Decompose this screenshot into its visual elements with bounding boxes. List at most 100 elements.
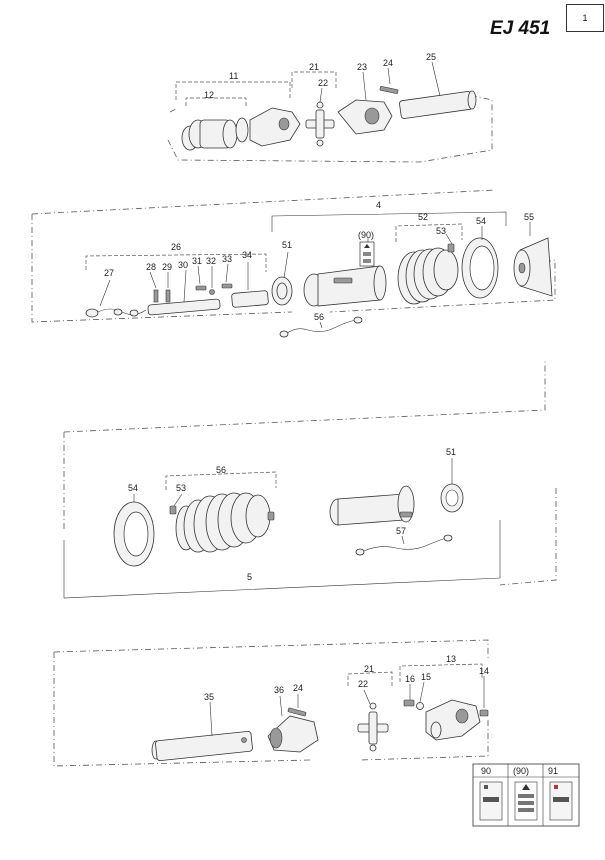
part-22-cross <box>305 101 335 147</box>
page-number: 1 <box>582 13 588 23</box>
part-90-warning-decal <box>359 241 375 267</box>
bracket-21b <box>347 671 393 686</box>
part-24-pin <box>379 86 399 94</box>
row4-assembly: 35 36 24 21 22 13 14 15 16 <box>53 639 489 767</box>
part-15-washer <box>416 702 424 710</box>
frame-row2 <box>31 189 556 323</box>
callout-54b: 54 <box>128 483 138 493</box>
part-33 <box>221 283 233 289</box>
part-22-cross-b <box>357 702 389 752</box>
row3-assembly: 54 53 56 51 57 5 <box>63 360 557 599</box>
callout-11: 11 <box>229 71 238 81</box>
frame-row4 <box>53 639 489 767</box>
part-57-safety-chain <box>355 534 453 556</box>
leaders-row4 <box>209 676 485 737</box>
callout-24: 24 <box>383 58 393 68</box>
callout-56: 56 <box>314 312 324 322</box>
part-25-tube <box>399 90 477 119</box>
part-23-tube-yoke <box>337 99 393 135</box>
part-52-bellows <box>397 247 459 305</box>
part-53-screw-b <box>169 505 177 515</box>
part-24-pin-b <box>287 707 307 717</box>
callout-13: 13 <box>446 654 456 664</box>
part-56-safety-chain <box>279 316 363 338</box>
callout-53b: 53 <box>176 483 186 493</box>
callout-51b: 51 <box>446 447 456 457</box>
callout-27: 27 <box>104 268 114 278</box>
bracket-56 <box>165 471 277 490</box>
legend-label-91: 91 <box>548 766 558 776</box>
leaders-row1 <box>319 61 441 103</box>
bracket-11 <box>175 81 291 100</box>
callout-21b: 21 <box>364 664 374 674</box>
bracket-21 <box>291 71 337 88</box>
frame-row1 <box>167 94 493 163</box>
callout-26: 26 <box>171 242 181 252</box>
callout-90: (90) <box>358 230 374 240</box>
bracket-12 <box>185 97 247 106</box>
part-34-sleeve <box>231 290 269 308</box>
part-53-screw <box>447 243 455 253</box>
part-54-cone-ring <box>461 237 499 299</box>
part-56-bellows <box>175 492 275 553</box>
callout-34: 34 <box>242 250 252 260</box>
part-31 <box>195 285 207 291</box>
part-28 <box>153 289 159 303</box>
part-51-bearing-ring-b <box>440 483 464 513</box>
part-54-cone-ring-b <box>113 501 155 567</box>
callout-35: 35 <box>204 692 214 702</box>
part-guard-tube-outer <box>303 265 387 307</box>
callout-21: 21 <box>309 62 319 72</box>
part-11-yoke <box>249 107 301 147</box>
part-36-tube-yoke <box>267 715 319 753</box>
decal-91 <box>549 781 573 821</box>
part-35-tube <box>151 730 253 762</box>
leaders-row3 <box>133 458 453 545</box>
part-32 <box>209 289 215 295</box>
callout-52: 52 <box>418 212 428 222</box>
frame-row3 <box>63 360 557 586</box>
callout-24b: 24 <box>293 683 303 693</box>
part-guard-tube-inner <box>329 485 415 526</box>
bracket-13 <box>399 663 483 682</box>
bracket-4 <box>271 211 507 232</box>
callout-36: 36 <box>274 685 284 695</box>
part-29 <box>165 289 171 303</box>
callout-57: 57 <box>396 526 406 536</box>
callout-22b: 22 <box>358 679 368 689</box>
legend-label-90-paren: (90) <box>513 766 529 776</box>
callout-16: 16 <box>405 674 415 684</box>
callout-31: 31 <box>192 256 202 266</box>
row1-assembly: 11 12 21 22 23 24 25 <box>167 52 493 163</box>
callout-23: 23 <box>357 62 367 72</box>
callout-5: 5 <box>247 572 252 582</box>
callout-53: 53 <box>436 226 446 236</box>
bracket-5 <box>63 520 501 599</box>
part-55-end-cone <box>513 237 553 297</box>
bracket-26 <box>85 253 267 272</box>
decal-90-warning <box>514 781 538 821</box>
callout-12: 12 <box>204 90 214 100</box>
callout-15: 15 <box>421 672 431 682</box>
callout-22: 22 <box>318 78 328 88</box>
callout-30: 30 <box>178 260 188 270</box>
callout-55: 55 <box>524 212 534 222</box>
part-12-rings <box>181 117 249 151</box>
decal-90 <box>479 781 503 821</box>
callout-32: 32 <box>206 256 216 266</box>
page-number-box: 1 <box>566 4 604 32</box>
leaders-row2 <box>99 222 531 329</box>
legend-label-90: 90 <box>481 766 491 776</box>
part-13-yoke <box>425 699 481 741</box>
legend-decals: 90 (90) 91 <box>472 763 580 827</box>
drawing-title: EJ 451 <box>490 18 551 39</box>
part-30-inner-tube <box>147 298 221 316</box>
callout-54: 54 <box>476 216 486 226</box>
callout-28: 28 <box>146 262 156 272</box>
callout-29: 29 <box>162 262 172 272</box>
callout-51: 51 <box>282 240 292 250</box>
part-16-plug <box>403 699 415 707</box>
part-27-chain <box>85 308 147 318</box>
row2-assembly: 4 26 27 28 29 30 31 32 33 34 51 (90) 52 … <box>31 189 556 338</box>
